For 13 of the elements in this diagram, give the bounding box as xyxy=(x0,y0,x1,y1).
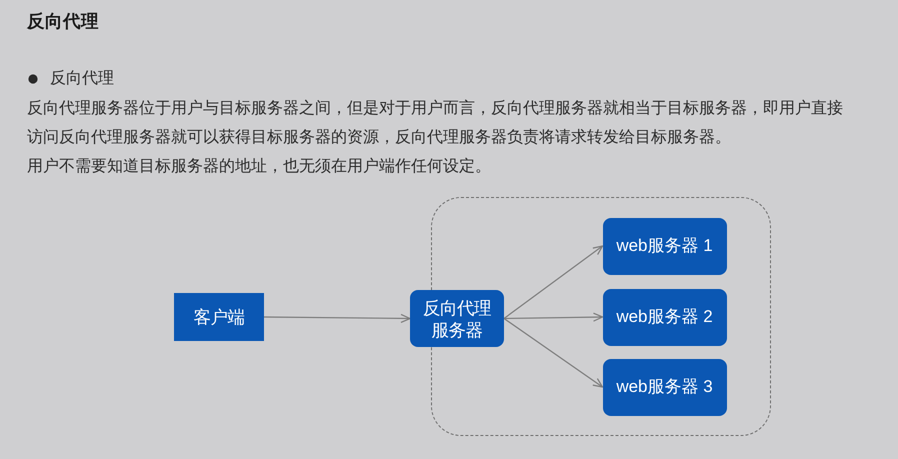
proxy-server-box: 反向代理服务器 xyxy=(410,290,504,347)
paragraph: 用户不需要知道目标服务器的地址，也无须在用户端作任何设定。 xyxy=(27,156,491,176)
server-box: web服务器 3 xyxy=(602,358,726,416)
title: 反向代理 xyxy=(27,10,99,33)
list-item-text: 反向代理 xyxy=(50,68,114,89)
client-box: 客户端 xyxy=(174,293,264,341)
server-box: web服务器 2 xyxy=(602,288,726,346)
server-box: web服务器 1 xyxy=(602,218,726,274)
arrow xyxy=(264,314,411,323)
arrow xyxy=(504,245,604,319)
arrow xyxy=(504,312,604,322)
arrow xyxy=(504,318,604,388)
paragraph: 反向代理服务器位于用户与目标服务器之间，但是对于用户而言，反向代理服务器就相当于目标服务器，即用户直接访问反向代理服务器就可以获得目标服务器的资源，反向代理服务器负责将请求转发给目标服务器。 xyxy=(27,98,844,148)
